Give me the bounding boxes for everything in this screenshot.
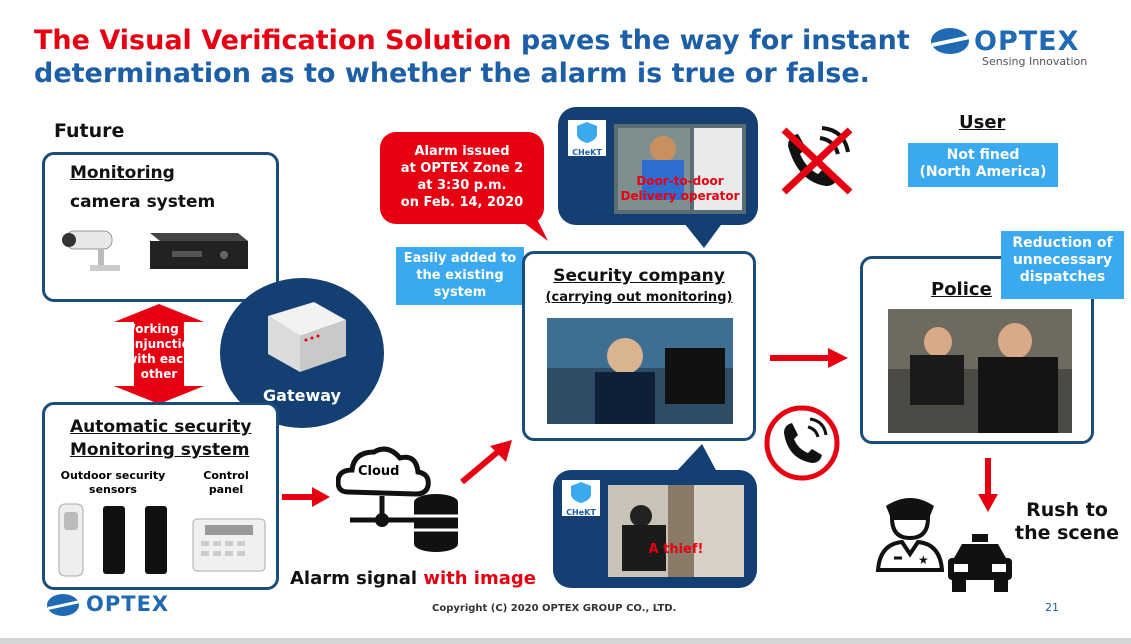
chekt-bottom-brand: CHeKT [566, 508, 596, 517]
rush-line-1: Rush to [1026, 499, 1108, 521]
alarm-signal-text: Alarm signal with image [290, 568, 536, 589]
arrow-to-security [460, 440, 512, 485]
chekt-top-caption-1: Door-to-door [636, 174, 724, 188]
reduction-line-3: dispatches [1019, 269, 1106, 285]
title-rest-line2: determination as to whether the alarm is… [34, 58, 870, 89]
dvr-recorder-icon [150, 233, 248, 269]
police-title: Police [931, 279, 992, 300]
user-status-line-2: (North America) [919, 164, 1047, 180]
logo-word: OPTEX [974, 26, 1080, 57]
automatic-security-box: Automatic security Monitoring system Out… [42, 402, 279, 590]
police-car-icon [948, 534, 1012, 592]
security-operator-photo [547, 318, 733, 424]
arrow-to-rush [978, 458, 998, 512]
security-company-subtitle: (carrying out monitoring) [545, 290, 733, 305]
chekt-top-video [614, 124, 746, 214]
alarm-bubble-text: Alarm issued at OPTEX Zone 2 at 3:30 p.m… [380, 143, 544, 211]
shield-icon [577, 122, 597, 143]
chekt-top-caption-2: Delivery operator [620, 189, 740, 203]
title-highlight: The Visual Verification Solution [34, 25, 512, 56]
gateway-label: Gateway [263, 386, 341, 405]
rush-text: Rush to the scene [1012, 499, 1122, 545]
optex-emblem-icon [931, 28, 970, 54]
easily-added-label: Easily added to the existing system [396, 247, 524, 305]
user-status-label: Not fined (North America) [908, 143, 1058, 187]
future-label: Future [54, 120, 125, 142]
svg-text:★: ★ [918, 553, 929, 567]
optex-logo-top: OPTEX Sensing Innovation [930, 24, 1100, 72]
page-number: 21 [1045, 601, 1059, 614]
arrow-to-cloud [282, 487, 330, 507]
outdoor-sensors-icon [58, 503, 167, 577]
alarm-line-1: Alarm issued [414, 144, 510, 159]
outdoor-sensors-label: Outdoor security sensors [60, 469, 166, 496]
phone-call-icon [764, 405, 840, 481]
police-photo [888, 309, 1072, 433]
chekt-bottom-caption: A thief! [648, 542, 704, 557]
chekt-top-caption: Door-to-door Delivery operator [614, 174, 746, 204]
user-status-line-1: Not fined [946, 147, 1020, 163]
alarm-line-3: at 3:30 p.m. [417, 178, 507, 193]
cctv-camera-icon [62, 230, 120, 271]
slide-title: The Visual Verification Solution paves t… [34, 24, 914, 90]
chekt-bottom-video [608, 485, 744, 577]
shield-icon [571, 482, 591, 503]
gateway-device-icon [268, 302, 346, 372]
optex-logo-bottom: OPTEX [46, 592, 186, 622]
police-box: Police [860, 256, 1094, 444]
no-call-icon [781, 126, 853, 195]
automatic-security-title-1: Automatic security [70, 417, 252, 437]
optex-emblem-icon [47, 594, 80, 616]
control-panel-label: Control panel [203, 469, 249, 496]
monitoring-camera-title-2: camera system [70, 192, 216, 212]
working-in-conjunction-arrow [114, 304, 204, 404]
reduction-line-2: unnecessary [1012, 252, 1113, 268]
cloud-database-icon [336, 446, 458, 552]
cloud-label: Cloud [358, 464, 400, 479]
monitoring-camera-title-1: Monitoring [70, 163, 175, 183]
security-company-box: Security company (carrying out monitorin… [522, 251, 756, 441]
alarm-line-2: at OPTEX Zone 2 [400, 161, 524, 176]
rush-line-2: the scene [1015, 522, 1119, 544]
chekt-top-logo: CHeKT [568, 120, 606, 157]
chekt-bottom-tail [674, 444, 718, 474]
reduction-label: Reduction of unnecessary dispatches [1001, 231, 1124, 299]
alarm-line-4: on Feb. 14, 2020 [400, 195, 524, 210]
monitoring-camera-box: Monitoring camera system [42, 152, 279, 302]
police-officer-icon: ★ [875, 498, 945, 572]
control-panel-icon [192, 518, 266, 572]
bottom-logo-word: OPTEX [86, 592, 170, 616]
working-in-conjunction-text: Working in conjunction with each other [119, 322, 199, 381]
title-rest-line1: paves the way for instant [511, 25, 910, 56]
bottom-divider [0, 638, 1131, 644]
arrow-to-police [770, 348, 848, 368]
security-company-title: Security company [553, 266, 725, 286]
reduction-line-1: Reduction of [1012, 235, 1113, 251]
copyright-text: Copyright (C) 2020 OPTEX GROUP CO., LTD. [432, 603, 677, 614]
chekt-bottom-logo: CHeKT [562, 480, 600, 517]
chekt-top-tail [680, 218, 726, 248]
chekt-top-brand: CHeKT [572, 148, 602, 157]
alarm-signal-prefix: Alarm signal [290, 568, 424, 589]
alarm-bubble-tail [500, 205, 548, 241]
automatic-security-title-2: Monitoring system [70, 440, 250, 460]
user-title: User [959, 112, 1006, 133]
logo-tagline: Sensing Innovation [982, 55, 1088, 68]
alarm-signal-highlight: with image [423, 568, 536, 589]
